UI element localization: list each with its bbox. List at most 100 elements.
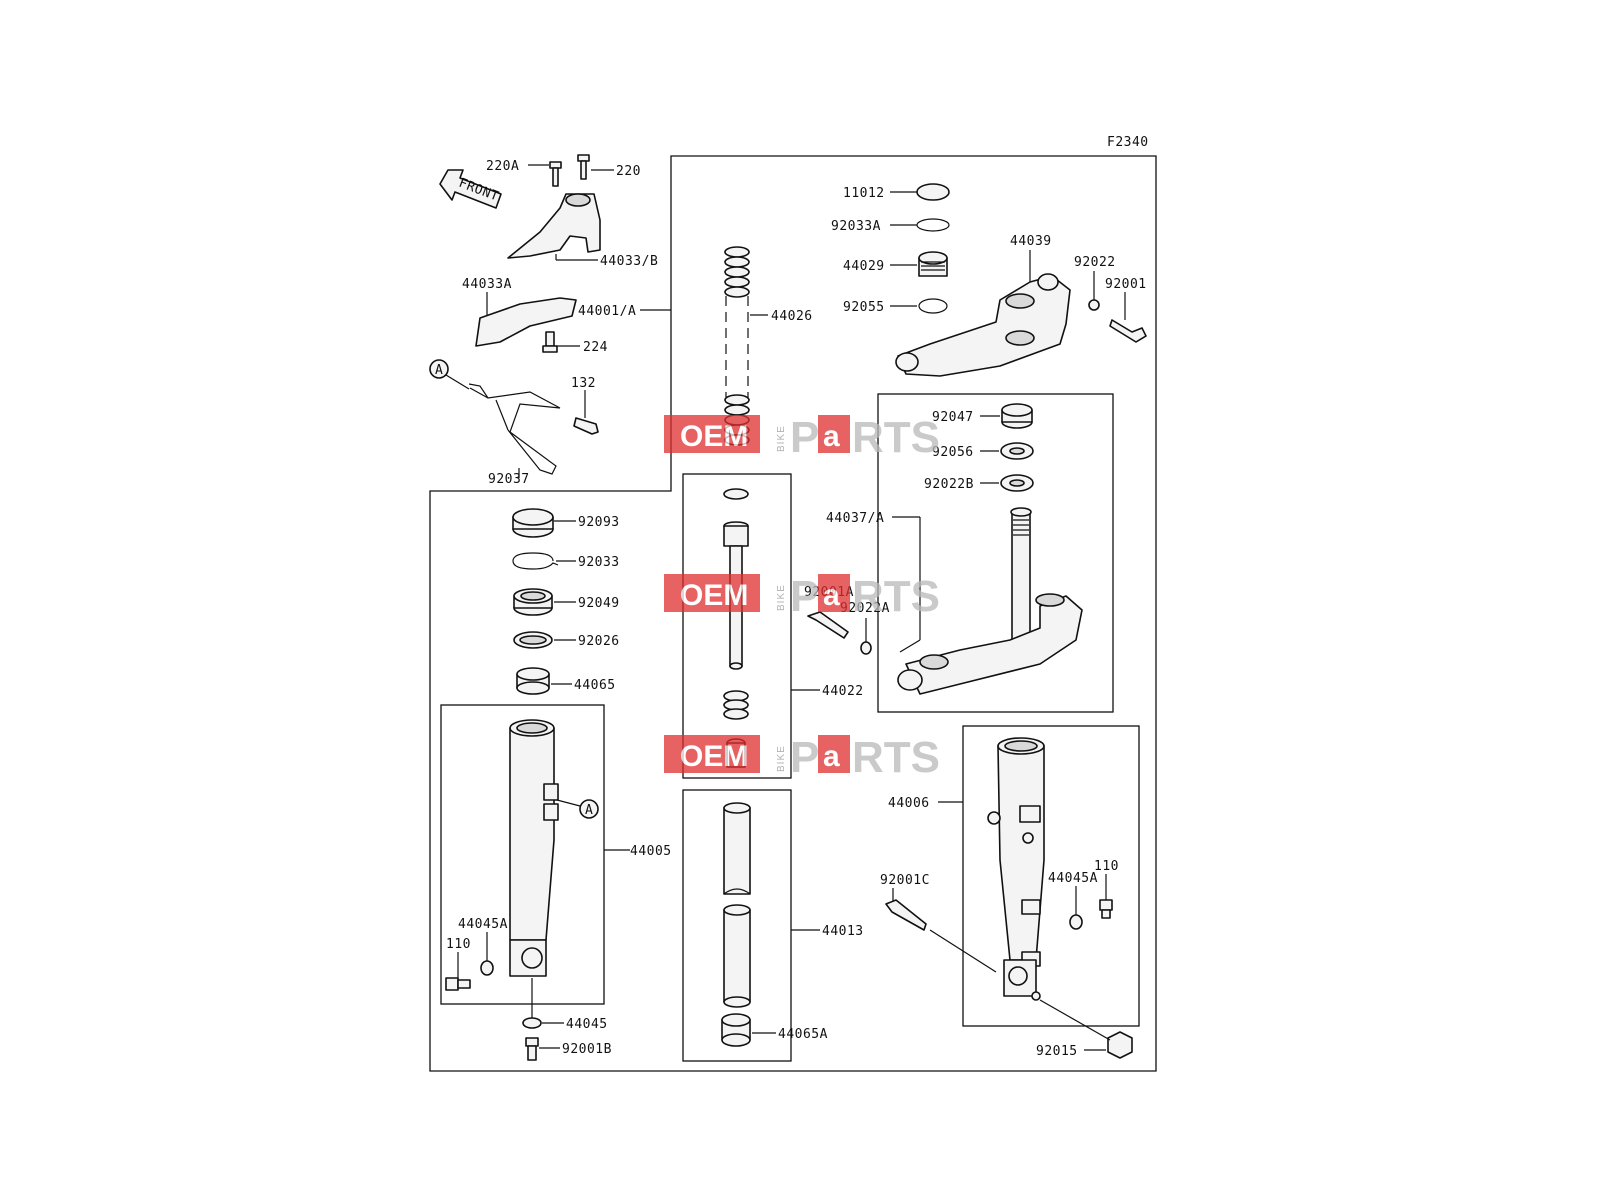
svg-text:RTS: RTS: [852, 413, 940, 462]
svg-text:BIKE: BIKE: [776, 745, 787, 772]
label-220: 220: [616, 164, 641, 179]
svg-text:P: P: [790, 572, 819, 621]
label-92033A: 92033A: [831, 219, 881, 234]
dust-seal-92093: [512, 508, 554, 538]
figure-code: F2340: [1107, 135, 1149, 150]
washer-92026: [513, 631, 553, 649]
washer-44045A-right: [1069, 914, 1083, 930]
bolt-92001B: [525, 1037, 539, 1061]
inner-tube-box: [682, 473, 792, 779]
label-44001A: 44001/A: [578, 304, 636, 319]
steering-stem-box: [877, 393, 1114, 713]
bushing-44065: [516, 667, 550, 695]
label-92055: 92055: [843, 300, 885, 315]
washer-92056: [1000, 442, 1034, 460]
label-220A: 220A: [486, 159, 519, 174]
label-110-right: 110: [1094, 859, 1119, 874]
label-11012: 11012: [843, 186, 885, 201]
wire-guide-92037: [468, 383, 561, 475]
label-92022: 92022: [1074, 255, 1116, 270]
label-44033B: 44033/B: [600, 254, 658, 269]
washer-44045: [522, 1017, 542, 1029]
cap-11012: [916, 183, 950, 201]
steering-stem-44037A: [897, 507, 1083, 695]
label-92015: 92015: [1036, 1044, 1078, 1059]
label-92022A: 92022A: [840, 601, 890, 616]
label-44065: 44065: [574, 678, 616, 693]
svg-text:a: a: [823, 740, 840, 773]
right-outer-tube-box: [962, 725, 1140, 1027]
front-arrow: FRONT: [439, 169, 502, 209]
svg-text:RTS: RTS: [852, 572, 940, 621]
screw-220: [577, 154, 590, 180]
watermark-1: OEM BIKE P a RTS: [664, 413, 940, 462]
svg-text:RTS: RTS: [852, 733, 940, 782]
bolt-224: [542, 331, 558, 353]
label-44045A-right: 44045A: [1048, 871, 1098, 886]
svg-text:BIKE: BIKE: [776, 425, 787, 452]
label-44045: 44045: [566, 1017, 608, 1032]
inner-tube-44013: [723, 802, 751, 1008]
label-44033A: 44033A: [462, 277, 512, 292]
svg-text:a: a: [823, 420, 840, 453]
svg-text:A: A: [585, 803, 593, 818]
label-44022: 44022: [822, 684, 864, 699]
seal-92047: [1001, 403, 1033, 429]
svg-text:BIKE: BIKE: [776, 584, 787, 611]
washer-44045A-left: [480, 960, 494, 976]
outer-tube-44006: [987, 737, 1045, 1001]
cover-44033B: [507, 193, 601, 259]
label-92056: 92056: [932, 445, 974, 460]
label-44013: 44013: [822, 924, 864, 939]
label-44039: 44039: [1010, 234, 1052, 249]
cap-bolt-44029: [918, 251, 948, 277]
washer-92022B: [1000, 474, 1034, 492]
svg-text:P: P: [790, 733, 819, 782]
label-92001: 92001: [1105, 277, 1147, 292]
label-44005: 44005: [630, 844, 672, 859]
label-92093: 92093: [578, 515, 620, 530]
label-110-left: 110: [446, 937, 471, 952]
label-44065A: 44065A: [778, 1027, 828, 1042]
label-92001C: 92001C: [880, 873, 930, 888]
label-92026: 92026: [578, 634, 620, 649]
label-132: 132: [571, 376, 596, 391]
screw-220A: [549, 161, 562, 187]
bolt-132: [573, 417, 599, 435]
ref-marker-a-top: A: [429, 359, 449, 379]
label-44029: 44029: [843, 259, 885, 274]
label-44026: 44026: [771, 309, 813, 324]
label-92037: 92037: [488, 472, 530, 487]
washer-92022A: [860, 641, 872, 655]
svg-text:A: A: [435, 363, 443, 378]
axle-bolt-92001C: [885, 899, 927, 931]
left-outer-tube-box: [440, 704, 605, 1005]
damper-rod-44022: [723, 488, 749, 768]
watermark-3: OEM BIKE P a RTS: [664, 733, 940, 782]
bolt-92001: [1109, 319, 1147, 343]
bracket-44033A: [475, 297, 577, 347]
watermark-2: OEM BIKE P a RTS: [664, 572, 940, 621]
label-92049: 92049: [578, 596, 620, 611]
label-92022B: 92022B: [924, 477, 974, 492]
outer-frame: [429, 155, 1157, 1072]
label-224: 224: [583, 340, 608, 355]
o-ring-92055: [918, 298, 948, 314]
circlip-92033: [512, 552, 559, 570]
ref-marker-a-bottom: A: [579, 799, 599, 819]
nut-92015: [1107, 1031, 1133, 1059]
label-44045A-left: 44045A: [458, 917, 508, 932]
label-92033: 92033: [578, 555, 620, 570]
svg-text:a: a: [823, 579, 840, 612]
bushing-44065A: [721, 1013, 751, 1047]
upper-bracket-44039: [895, 273, 1071, 377]
circlip-92033A: [916, 218, 950, 232]
label-44037A: 44037/A: [826, 511, 884, 526]
label-44006: 44006: [888, 796, 930, 811]
washer-92022: [1088, 299, 1100, 311]
bolt-110-left: [445, 977, 471, 991]
svg-text:OEM: OEM: [680, 579, 748, 612]
oil-seal-92049: [513, 588, 553, 616]
label-92001B: 92001B: [562, 1042, 612, 1057]
